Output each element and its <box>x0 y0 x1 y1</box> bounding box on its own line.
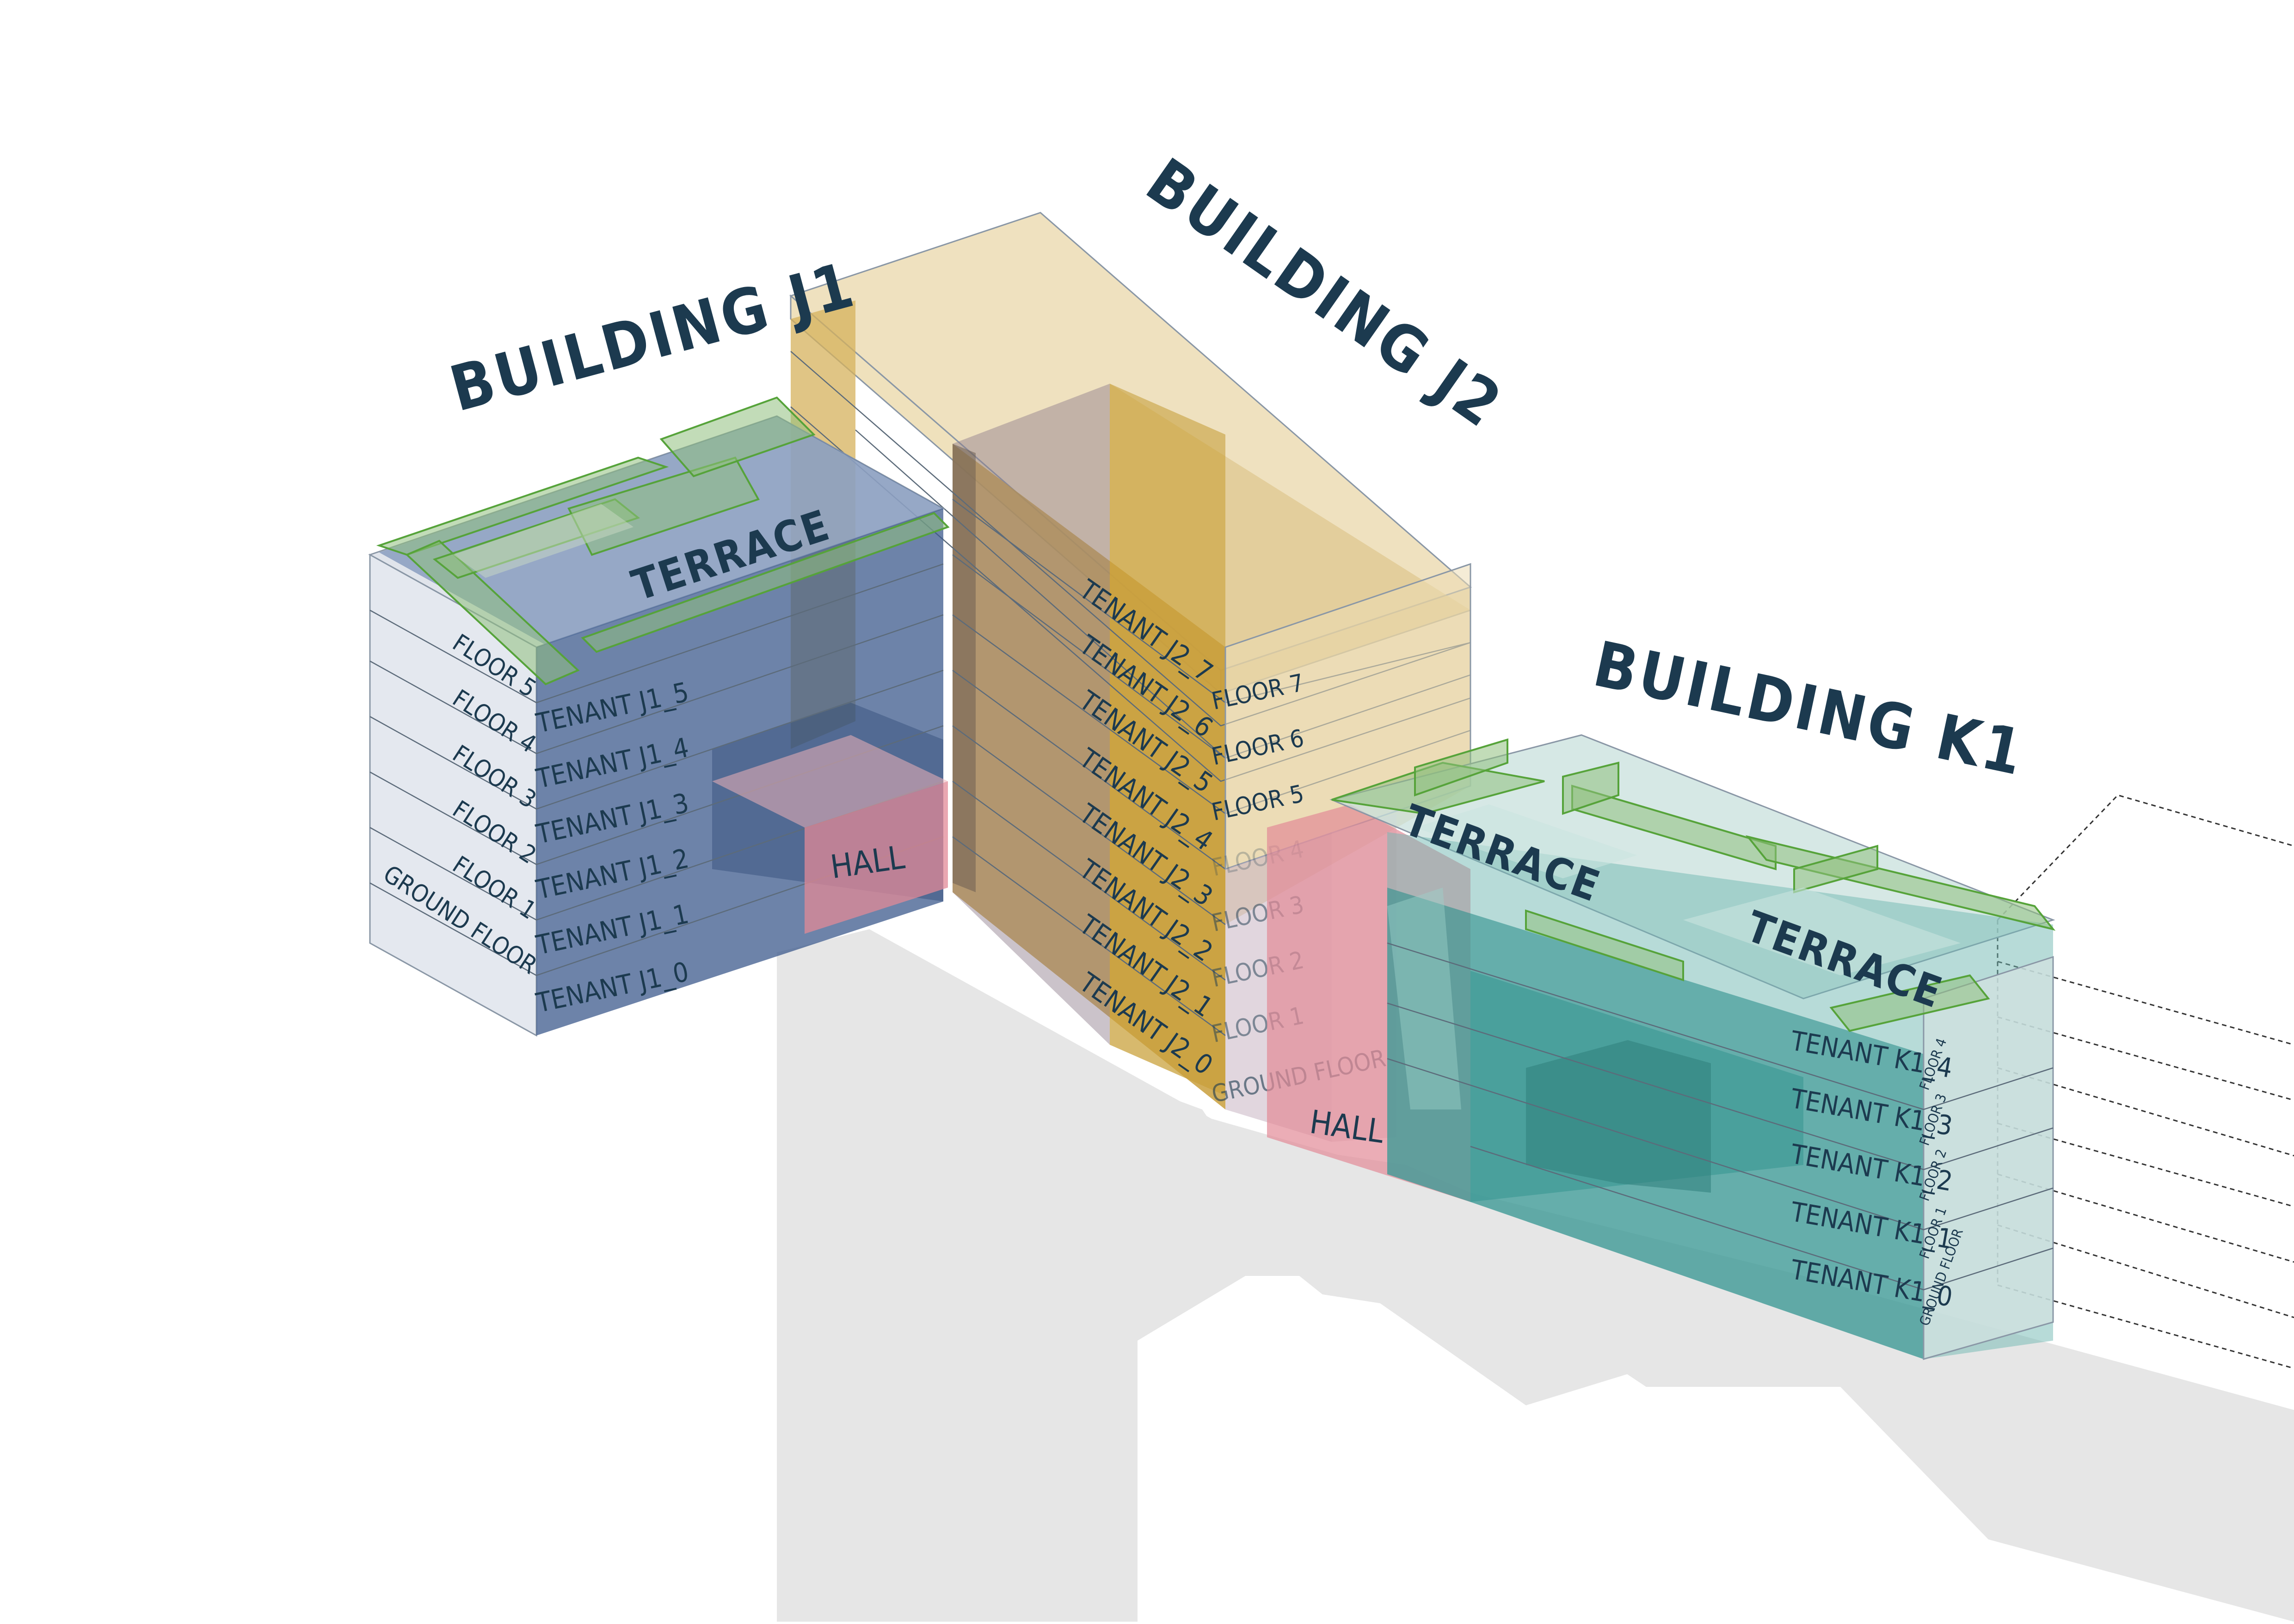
ground-shadow <box>0 952 2294 1622</box>
j1-terrace: TERRACE <box>376 396 950 686</box>
ground-shadow-left <box>777 929 1646 1405</box>
building-k1: HALL TERRACE TE <box>1267 628 2056 1360</box>
building-j1: HALL TERRACE BUILDING J1 FLOOR 5 FLOOR 4… <box>368 248 950 1037</box>
k1-floor-lines <box>1387 942 2054 1291</box>
j1-hall-block <box>805 781 948 934</box>
j1-floor-lines <box>369 563 944 976</box>
